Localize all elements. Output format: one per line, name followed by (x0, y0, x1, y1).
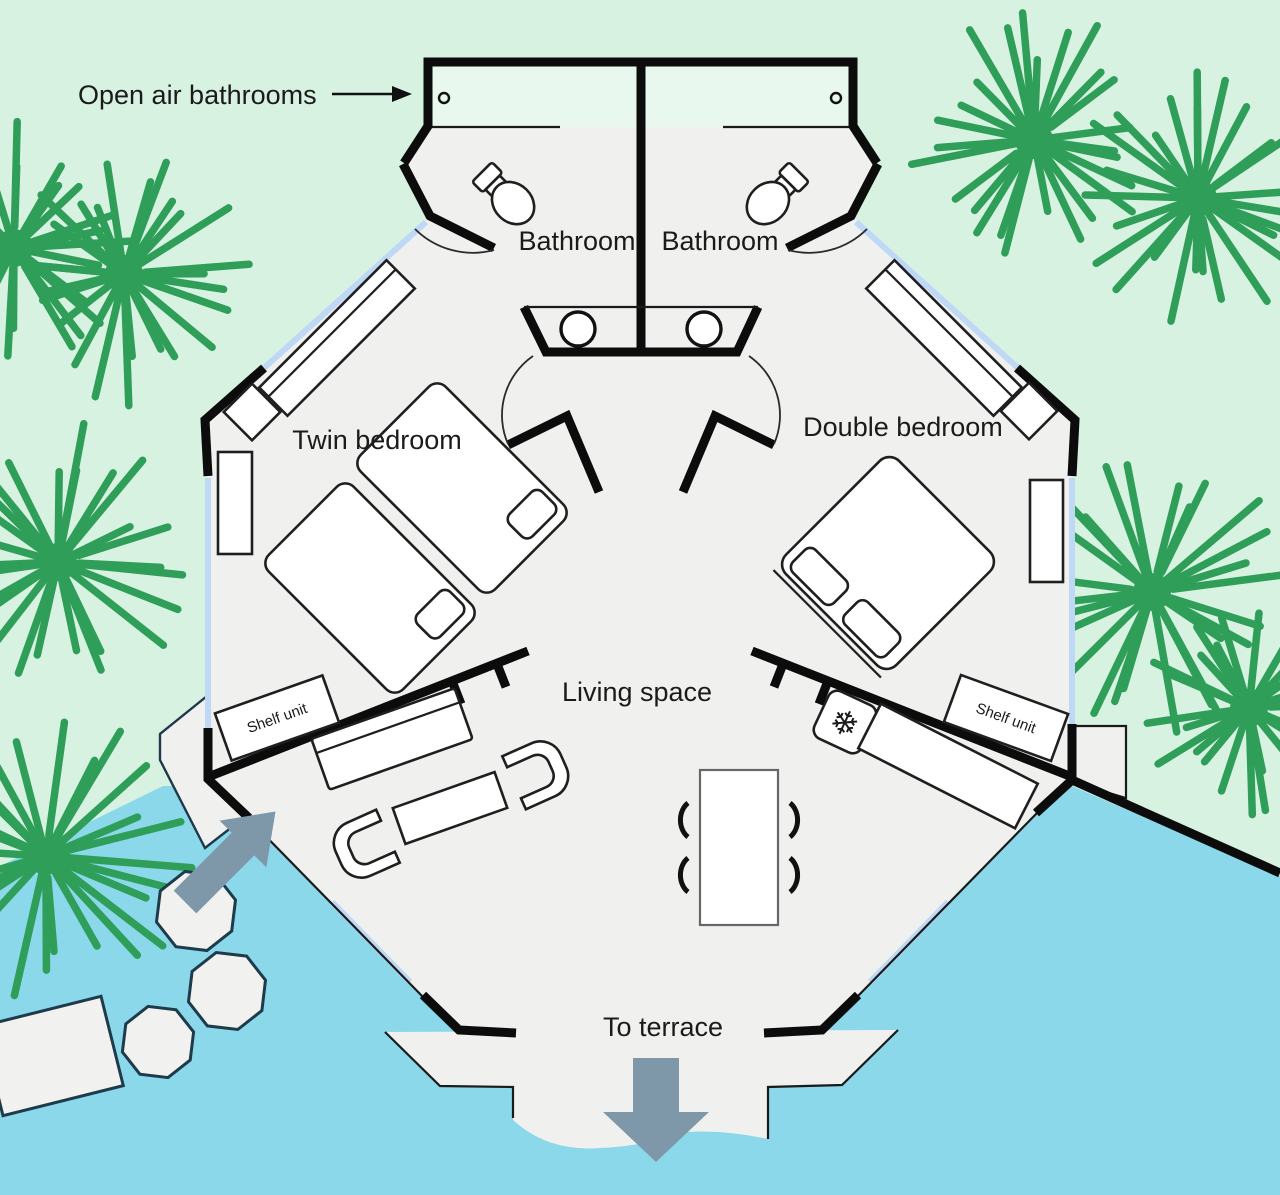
door-arc-bath-left (414, 228, 495, 254)
arrows (173, 86, 709, 1162)
open-air-pointer (332, 86, 412, 102)
toilet-right (745, 162, 809, 226)
toilet-left (472, 162, 536, 226)
terrace-edge-right (766, 1029, 899, 1139)
shelf-unit-left: Shelf unit (213, 673, 341, 763)
palm-tree (29, 158, 253, 410)
door-arc-hall-left (501, 355, 534, 445)
wall-twin-living (206, 646, 530, 782)
side-table-twin (221, 381, 283, 443)
armchair-right (500, 740, 570, 811)
door-arc-hall-right (748, 355, 781, 445)
palm-tree (907, 9, 1136, 257)
bathroom-right-label: Bathroom (661, 226, 778, 256)
open-air-bathrooms-label: Open air bathrooms (78, 80, 317, 110)
entrance-arrow-icon (173, 811, 276, 914)
bench-twin (257, 258, 417, 418)
wall-hall-left (506, 409, 604, 494)
terrace-arrow-icon (603, 1058, 709, 1162)
shelf-unit-right: Shelf unit (942, 673, 1070, 763)
wardrobe-twin (216, 450, 254, 556)
palm-trees (0, 9, 1280, 1000)
villa: ❄ Shelf unit Shelf unit (200, 57, 1280, 1038)
wall-vanity (519, 305, 763, 357)
coffee-table (391, 770, 509, 846)
side-table-double (998, 380, 1060, 442)
window-upper-left (261, 219, 429, 371)
sofa (310, 687, 474, 791)
twin-bedroom-furniture (216, 258, 568, 694)
double-bedroom-label: Double bedroom (803, 412, 1003, 442)
wall-entry-left (203, 728, 253, 822)
edge-lower-left (246, 816, 424, 998)
window-lower-right (867, 899, 951, 985)
shower-drain-left-icon (437, 91, 451, 105)
wardrobe-double (1028, 478, 1065, 584)
palm-tree (1143, 609, 1280, 819)
twin-bedroom-label: Twin bedroom (292, 425, 462, 455)
living-space-label: Living space (562, 677, 712, 707)
pointer-arrowhead-icon (392, 86, 412, 102)
double-bedroom-furniture (772, 258, 1065, 679)
window-upper-right (853, 219, 1021, 371)
sink-right (685, 310, 723, 348)
wall-terrace-right (763, 991, 862, 1038)
wall-notch-left (399, 161, 497, 253)
dining-chair-2 (677, 856, 690, 894)
sink-left (559, 310, 597, 348)
armchair-left (332, 808, 402, 879)
wall-corner-right (1013, 364, 1080, 477)
minibar-fridge: ❄ (812, 689, 878, 755)
dining-table (698, 768, 780, 927)
palm-tree (1081, 68, 1280, 325)
wall-entry-right (1032, 776, 1076, 817)
stepping-stone (186, 950, 268, 1032)
wall-hall-right (678, 409, 776, 494)
palm-tree (0, 419, 187, 677)
dining-chair-4 (788, 856, 801, 894)
door-arc-bath-right (787, 228, 868, 254)
double-bed (772, 455, 996, 679)
edge-lower-right (856, 812, 1038, 998)
wall-notch-right (784, 161, 882, 253)
counter-right (856, 702, 1040, 830)
wall-corner-left (200, 364, 267, 477)
bathroom-left-label: Bathroom (518, 226, 635, 256)
shower-drain-right-icon (829, 91, 843, 105)
stone-platform (0, 994, 126, 1118)
twin-bed-2 (264, 482, 476, 694)
wall-double-living (750, 646, 1074, 782)
wall-terrace-left (419, 991, 517, 1038)
dining-chair-3 (788, 801, 801, 839)
door-jambs-right (769, 662, 833, 706)
stepping-stone (120, 1004, 196, 1080)
dining-chair-1 (677, 801, 690, 839)
to-terrace-label: To terrace (603, 1012, 723, 1042)
bench-double (864, 258, 1024, 418)
living-space-furniture: ❄ Shelf unit Shelf unit (213, 673, 1070, 927)
palm-tree (0, 718, 196, 1000)
terrace-edge-left (384, 1031, 515, 1118)
twin-bed-1 (356, 382, 568, 594)
window-lower-left (329, 899, 413, 985)
labels: Open air bathrooms Bathroom Bathroom Twi… (78, 80, 1003, 1042)
